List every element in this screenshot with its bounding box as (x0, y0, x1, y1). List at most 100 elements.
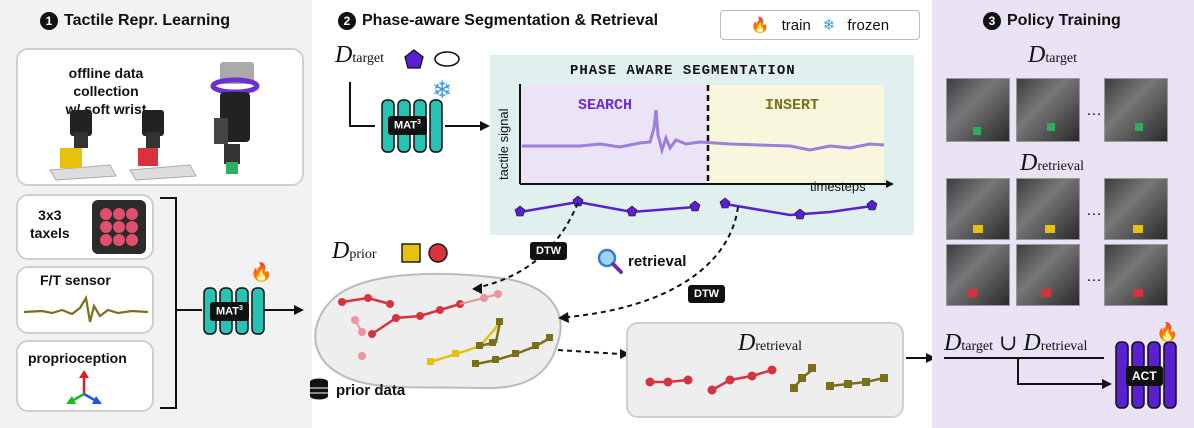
retrieval-demo-photo (1104, 244, 1168, 306)
mat-sup: 3 (239, 305, 243, 312)
union-symbol: ∪ (998, 330, 1018, 355)
retrieval-demo-photo (1016, 244, 1080, 306)
search-label: SEARCH (578, 97, 633, 114)
robot-yellow-peg (49, 110, 117, 181)
search-region (520, 85, 708, 183)
d-symbol: D (335, 42, 353, 68)
section2-title: 2 Phase-aware Segmentation & Retrieval (338, 12, 658, 30)
ellipse-icon (434, 51, 460, 67)
mat-label-trainable: MAT3 (210, 302, 249, 321)
act-policy: ACT (1114, 340, 1178, 410)
section3-title: 3 Policy Training (983, 12, 1121, 30)
dtw-tag-2: DTW (688, 285, 726, 303)
insert-region (708, 85, 884, 183)
act-input-arrow (944, 357, 1112, 389)
taxels-line1: 3x3 (38, 207, 62, 223)
x-axis-label: timesteps (810, 179, 866, 194)
ylabel-holder: tactile signal (494, 84, 514, 184)
mat-label-frozen: MAT3 (388, 116, 427, 135)
axes-icon (66, 370, 102, 404)
d-sub-target: target (352, 51, 384, 66)
prior-shapes (401, 243, 448, 263)
legend: 🔥 train ❄ frozen (720, 10, 920, 40)
legend-frozen: frozen (847, 16, 890, 34)
mat-text: MAT (394, 119, 418, 132)
d-symbol: D (1023, 330, 1041, 356)
union-expression: Dtarget ∪ Dretrieval (944, 330, 1087, 357)
mat-encoder-frozen: MAT3 (378, 98, 444, 154)
d-sub-prior: prior (349, 247, 377, 262)
target-demos-strip: … (946, 78, 1178, 142)
d-symbol: D (332, 238, 350, 264)
robot-closeup (210, 62, 260, 174)
ellipsis: … (1086, 202, 1102, 219)
mat-encoder-trainable: MAT3 (200, 286, 266, 336)
taxels-line2: taxels (30, 225, 70, 241)
ellipsis: … (1086, 102, 1102, 119)
robot-red-peg (129, 110, 197, 181)
target-shapes (404, 49, 460, 69)
section2-title-text: Phase-aware Segmentation & Retrieval (362, 12, 659, 29)
retrieval-demo-photo (946, 178, 1010, 240)
d-sub-target: target (1045, 51, 1077, 66)
legend-train: train (781, 16, 811, 34)
ft-signal-icon (23, 294, 149, 323)
ft-sensor-label: F/T sensor (40, 272, 111, 288)
retrieval-dashed-arrow (557, 349, 630, 359)
section3-number: 3 (983, 12, 1001, 30)
frozen-encoder-arrows (349, 82, 490, 131)
mat-sup: 3 (417, 119, 421, 126)
retrieval-demo-photo (1104, 178, 1168, 240)
pentagon-icon (404, 49, 424, 69)
taxels-label: 3x3 taxels (30, 206, 70, 242)
target-demo-photo (1016, 78, 1080, 142)
d-retrieval-label: Dretrieval (738, 330, 802, 357)
target-demo-photo (946, 78, 1010, 142)
retrieval-label: retrieval (628, 253, 687, 270)
d-target-label: Dtarget (335, 42, 384, 69)
section1-title: 1 Tactile Repr. Learning (40, 12, 230, 30)
dtw-tag-1: DTW (530, 242, 568, 260)
snowflake-icon: ❄ (432, 77, 453, 104)
segmentation-title: PHASE AWARE SEGMENTATION (570, 63, 796, 79)
prior-data-blob (314, 272, 562, 390)
section3-title-text: Policy Training (1007, 12, 1121, 29)
square-icon (401, 243, 421, 263)
prior-data-label: prior data (336, 382, 406, 399)
flame-icon: 🔥 (750, 17, 770, 34)
d-symbol: D (1028, 42, 1046, 68)
retrieved-trajectories (645, 364, 888, 395)
retrieval-demo-photo (1016, 178, 1080, 240)
d-retrieval-box (626, 322, 904, 418)
proprioception-label: proprioception (28, 350, 127, 366)
tactile-signal-plot (514, 84, 894, 220)
magnifier-icon (597, 248, 623, 274)
d-sub-retrieval: retrieval (1040, 339, 1088, 354)
flame-icon: 🔥 (1156, 322, 1179, 342)
d-symbol: D (1020, 150, 1038, 176)
section1-title-text: Tactile Repr. Learning (64, 12, 230, 29)
to-policy-arrow (906, 353, 936, 363)
circle-icon (428, 243, 448, 263)
act-label: ACT (1126, 366, 1163, 386)
snowflake-icon: ❄ (822, 17, 836, 34)
database-icon (310, 378, 328, 400)
taxel-sensor-icon (92, 200, 146, 254)
d-sub-target: target (961, 339, 993, 354)
ellipsis: … (1086, 268, 1102, 285)
d-sub-retrieval: retrieval (1037, 159, 1084, 174)
target-demo-photo (1104, 78, 1168, 142)
offline-line1: offline data collection (68, 65, 144, 99)
section2-number: 2 (338, 12, 356, 30)
robot-illustrations (49, 62, 260, 181)
d-target-label-3: Dtarget (1028, 42, 1077, 69)
d-symbol: D (944, 330, 962, 356)
d-prior-label: Dprior (332, 238, 377, 265)
mat-text: MAT (216, 305, 240, 318)
retrieval-demo-photo (946, 244, 1010, 306)
d-symbol: D (738, 330, 756, 356)
d-retrieval-label-3: Dretrieval (1020, 150, 1084, 177)
flame-icon: 🔥 (250, 262, 273, 282)
y-axis-label: tactile signal (496, 108, 511, 180)
section1-number: 1 (40, 12, 58, 30)
